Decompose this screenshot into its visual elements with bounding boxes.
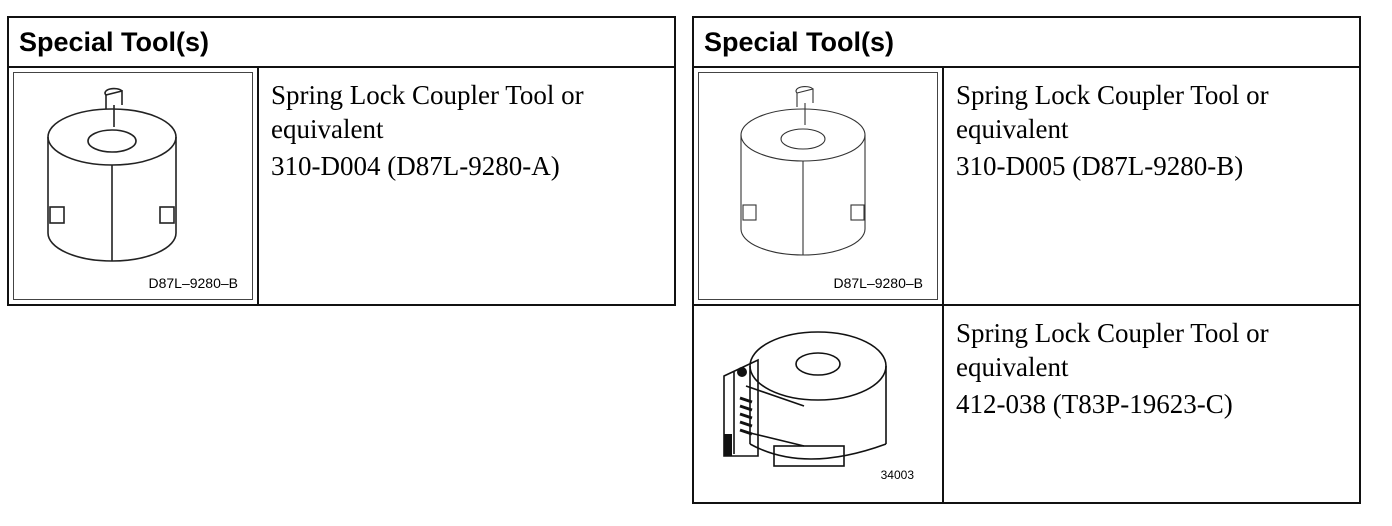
tool-image-cell: D87L–9280–B: [9, 68, 259, 304]
tool-text-cell: Spring Lock Coupler Tool or equivalent 4…: [946, 306, 1359, 502]
tool-description: Spring Lock Coupler Tool or equivalent: [956, 318, 1269, 382]
special-tools-table-1: Special Tool(s): [7, 16, 676, 306]
tool-image-cell: D87L–9280–B: [694, 68, 944, 304]
tool-description: Spring Lock Coupler Tool or equivalent: [271, 80, 584, 144]
table-header: Special Tool(s): [9, 18, 674, 68]
coupler-tool-spring-clamp-icon: [723, 331, 887, 467]
tool-description: Spring Lock Coupler Tool or equivalent: [956, 80, 1269, 144]
tool-text-cell: Spring Lock Coupler Tool or equivalent 3…: [261, 68, 674, 304]
tool-illustration: D87L–9280–B: [13, 72, 253, 300]
image-caption: D87L–9280–B: [833, 275, 923, 291]
tool-part-number: 412-038 (T83P-19623-C): [956, 389, 1233, 419]
tool-illustration: D87L–9280–B: [698, 72, 938, 300]
coupler-tool-cylinder-icon: [47, 87, 177, 262]
special-tools-table-2: Special Tool(s): [692, 16, 1361, 504]
image-caption: D87L–9280–B: [148, 275, 238, 291]
tool-row: 34003 Spring Lock Coupler Tool or equiva…: [694, 306, 1359, 502]
coupler-tool-cylinder-icon: [740, 85, 866, 256]
tool-part-number: 310-D004 (D87L-9280-A): [271, 151, 560, 181]
tool-text-cell: Spring Lock Coupler Tool or equivalent 3…: [946, 68, 1359, 304]
tool-image-cell: 34003: [694, 306, 944, 502]
image-caption: 34003: [880, 468, 914, 482]
tool-row: D87L–9280–B Spring Lock Coupler Tool or …: [694, 68, 1359, 306]
table-header: Special Tool(s): [694, 18, 1359, 68]
tool-part-number: 310-D005 (D87L-9280-B): [956, 151, 1244, 181]
tool-row: D87L–9280–B Spring Lock Coupler Tool or …: [9, 68, 674, 304]
